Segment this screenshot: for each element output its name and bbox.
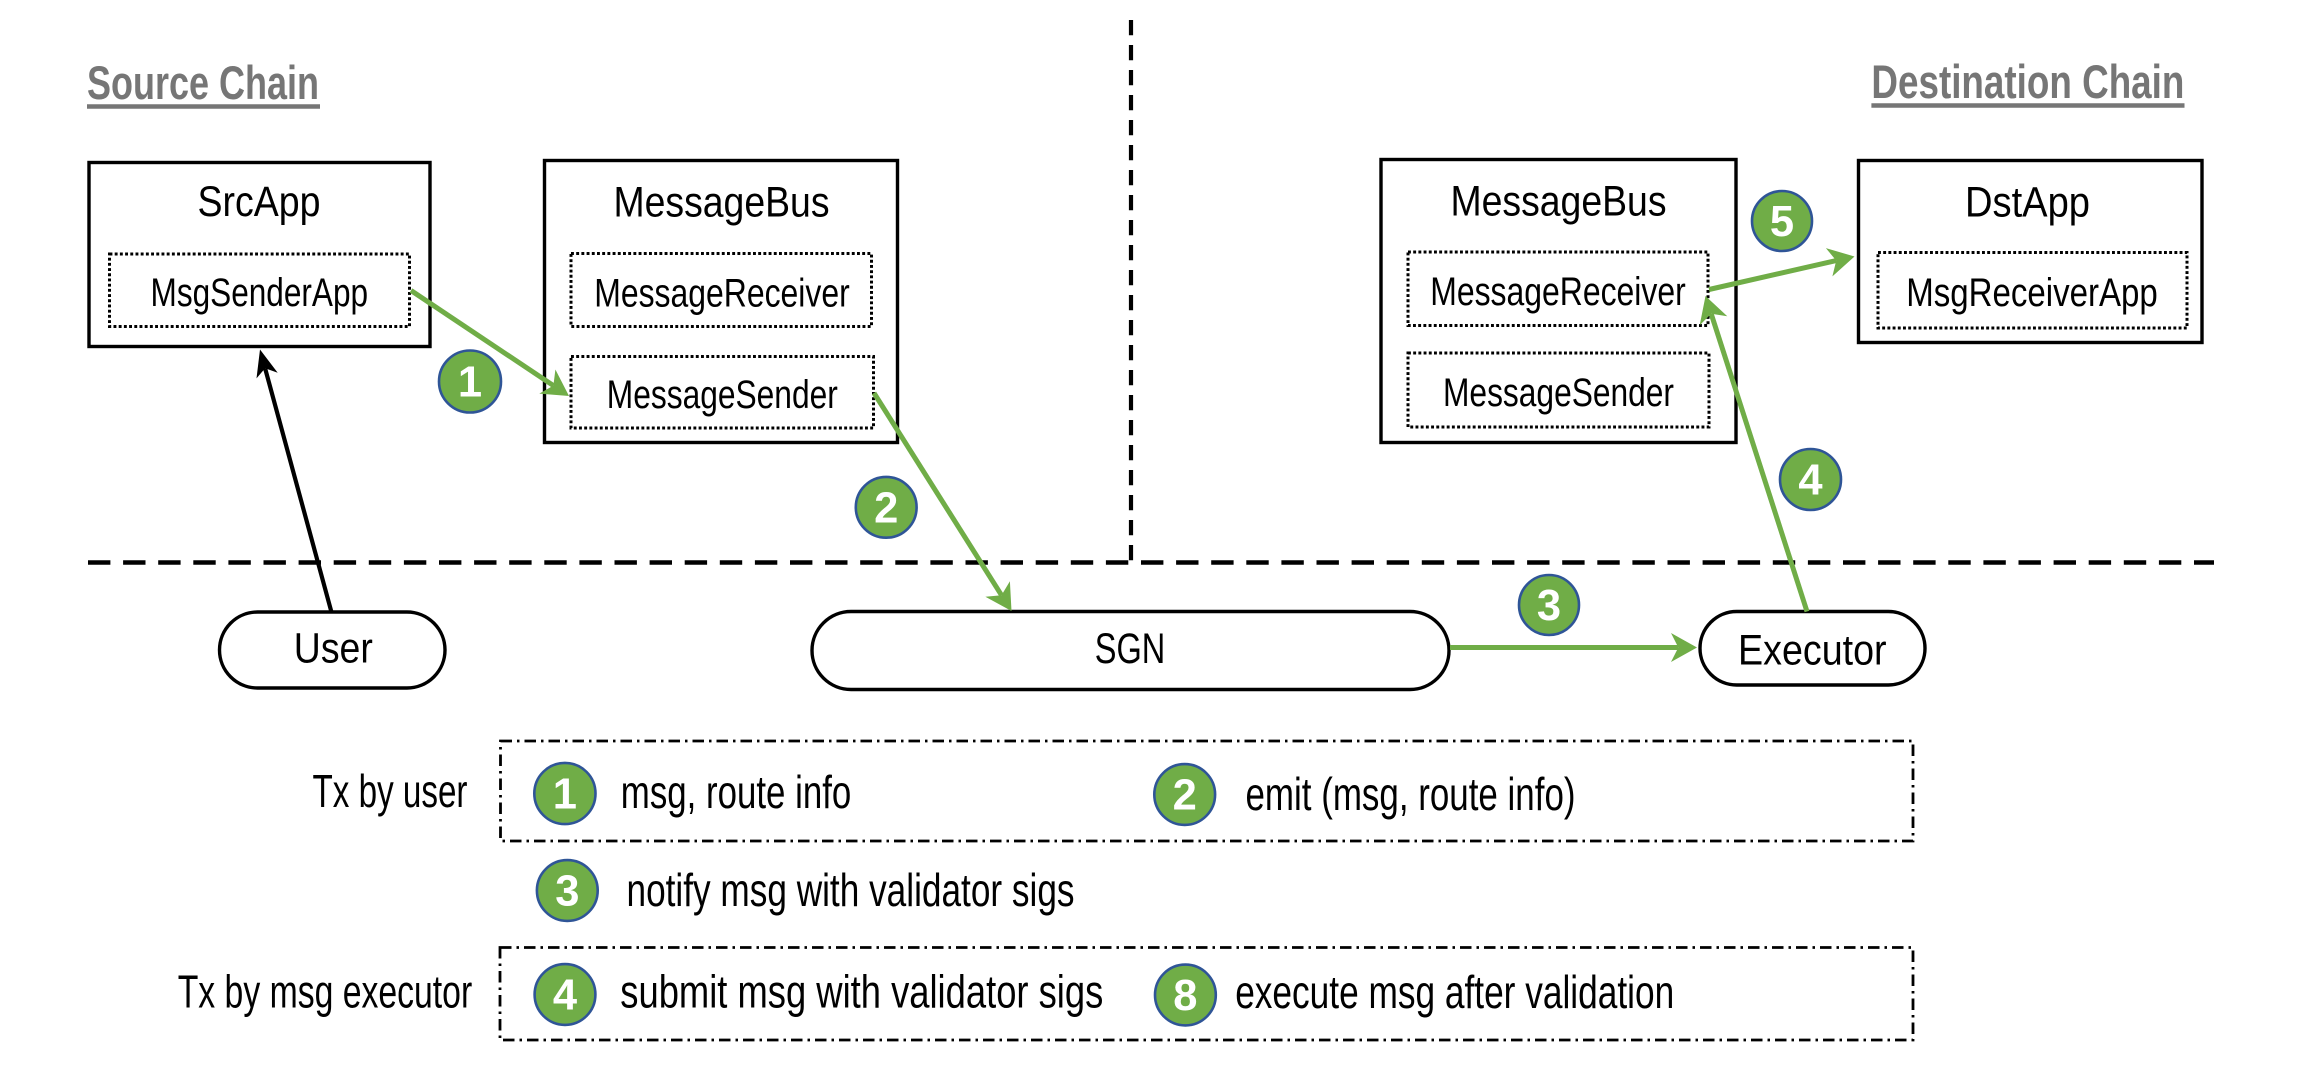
svg-text:Executor: Executor bbox=[1738, 626, 1887, 674]
svg-text:Source Chain: Source Chain bbox=[87, 56, 319, 109]
svg-text:MessageSender: MessageSender bbox=[1443, 371, 1674, 415]
svg-text:SrcApp: SrcApp bbox=[198, 178, 321, 226]
svg-text:3: 3 bbox=[1537, 582, 1561, 630]
svg-text:2: 2 bbox=[874, 484, 898, 532]
svg-text:8: 8 bbox=[1173, 972, 1197, 1020]
svg-text:MsgSenderApp: MsgSenderApp bbox=[151, 271, 369, 315]
svg-text:Tx by user: Tx by user bbox=[313, 765, 468, 817]
svg-text:4: 4 bbox=[553, 972, 577, 1020]
svg-text:1: 1 bbox=[458, 359, 482, 407]
svg-text:4: 4 bbox=[1798, 457, 1822, 505]
svg-text:1: 1 bbox=[553, 771, 577, 819]
svg-text:Destination Chain: Destination Chain bbox=[1871, 55, 2184, 108]
svg-text:submit msg with validator sigs: submit msg with validator sigs bbox=[620, 966, 1103, 1018]
svg-text:emit (msg, route info): emit (msg, route info) bbox=[1246, 768, 1576, 820]
svg-text:msg, route info: msg, route info bbox=[621, 766, 852, 818]
svg-text:MessageReceiver: MessageReceiver bbox=[594, 272, 850, 316]
svg-text:MsgReceiverApp: MsgReceiverApp bbox=[1906, 271, 2158, 315]
svg-text:MessageBus: MessageBus bbox=[614, 179, 830, 227]
svg-text:5: 5 bbox=[1770, 198, 1794, 246]
svg-text:MessageSender: MessageSender bbox=[607, 373, 838, 417]
svg-text:execute msg after validation: execute msg after validation bbox=[1235, 966, 1674, 1018]
svg-text:2: 2 bbox=[1173, 772, 1197, 820]
svg-text:User: User bbox=[294, 625, 373, 673]
svg-text:MessageReceiver: MessageReceiver bbox=[1430, 270, 1686, 314]
svg-text:3: 3 bbox=[555, 868, 579, 916]
svg-text:DstApp: DstApp bbox=[1965, 179, 2090, 227]
svg-text:Tx by msg executor: Tx by msg executor bbox=[178, 966, 473, 1018]
svg-text:MessageBus: MessageBus bbox=[1451, 178, 1667, 226]
svg-text:notify msg with validator sigs: notify msg with validator sigs bbox=[627, 864, 1075, 916]
svg-text:SGN: SGN bbox=[1095, 625, 1166, 673]
